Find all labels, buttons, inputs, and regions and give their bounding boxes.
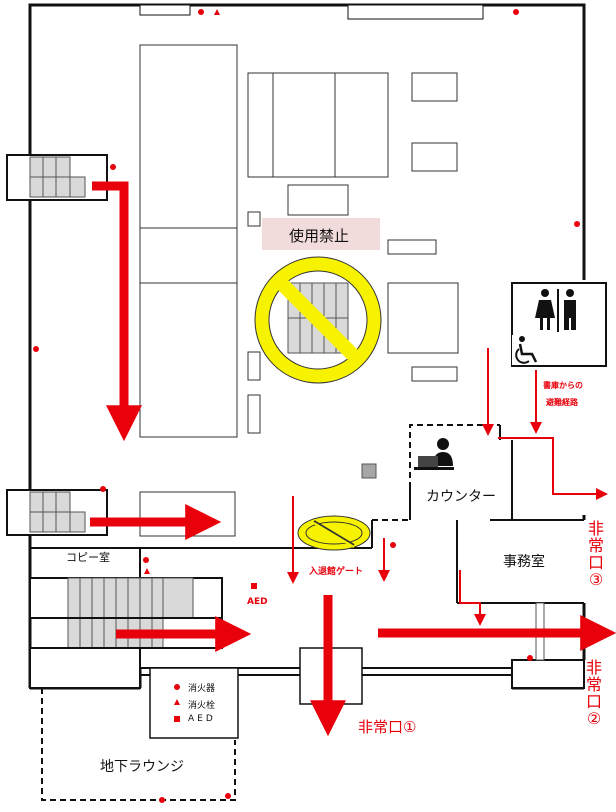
prohibited-icon	[254, 256, 382, 384]
fire-hydrant-icon	[144, 9, 220, 574]
aed-label: AED	[247, 597, 268, 607]
legend-box	[149, 667, 239, 739]
copy-room-label: コピー室	[66, 551, 110, 564]
legend-extinguisher-icon	[174, 684, 180, 690]
top-openings	[139, 4, 484, 20]
stair-upper-left	[6, 154, 108, 201]
counter-staff-icon	[414, 438, 454, 470]
legend-hydrant-label: 消火栓	[188, 701, 216, 711]
copy-room-walls	[30, 547, 300, 578]
stair-lower-left	[29, 577, 223, 689]
entry-gate	[297, 515, 371, 551]
stack-route-label-1: 書庫からの	[543, 381, 583, 390]
exit1-label: 非常口①	[358, 718, 417, 736]
legend-hydrant-icon	[174, 699, 180, 705]
entry-gate-label: 入退館ゲート	[309, 567, 364, 577]
wheelchair-icon	[512, 335, 542, 365]
counter-enclosure	[372, 424, 500, 521]
exit2-stair	[511, 602, 585, 689]
counter-label: カウンター	[426, 489, 496, 505]
legend-extinguisher-label: 消火器	[188, 684, 216, 694]
office-label: 事務室	[503, 554, 545, 570]
basement-lounge-label: 地下ラウンジ	[100, 759, 184, 775]
restroom-icon	[535, 289, 576, 332]
office-walls	[300, 425, 584, 604]
prohibited-label-bg	[262, 218, 380, 250]
basement-lounge-outline	[41, 688, 236, 801]
stair-middle-left	[6, 489, 108, 536]
evacuation-routes	[90, 181, 616, 737]
legend-aed-icon	[174, 716, 180, 722]
fire-extinguisher-icon	[33, 9, 580, 803]
prohibited-label: 使用禁止	[289, 227, 350, 245]
legend-aed-label: AED	[188, 714, 216, 724]
aed-icon	[251, 583, 257, 589]
stack-route-label-2: 避難経路	[546, 398, 578, 407]
